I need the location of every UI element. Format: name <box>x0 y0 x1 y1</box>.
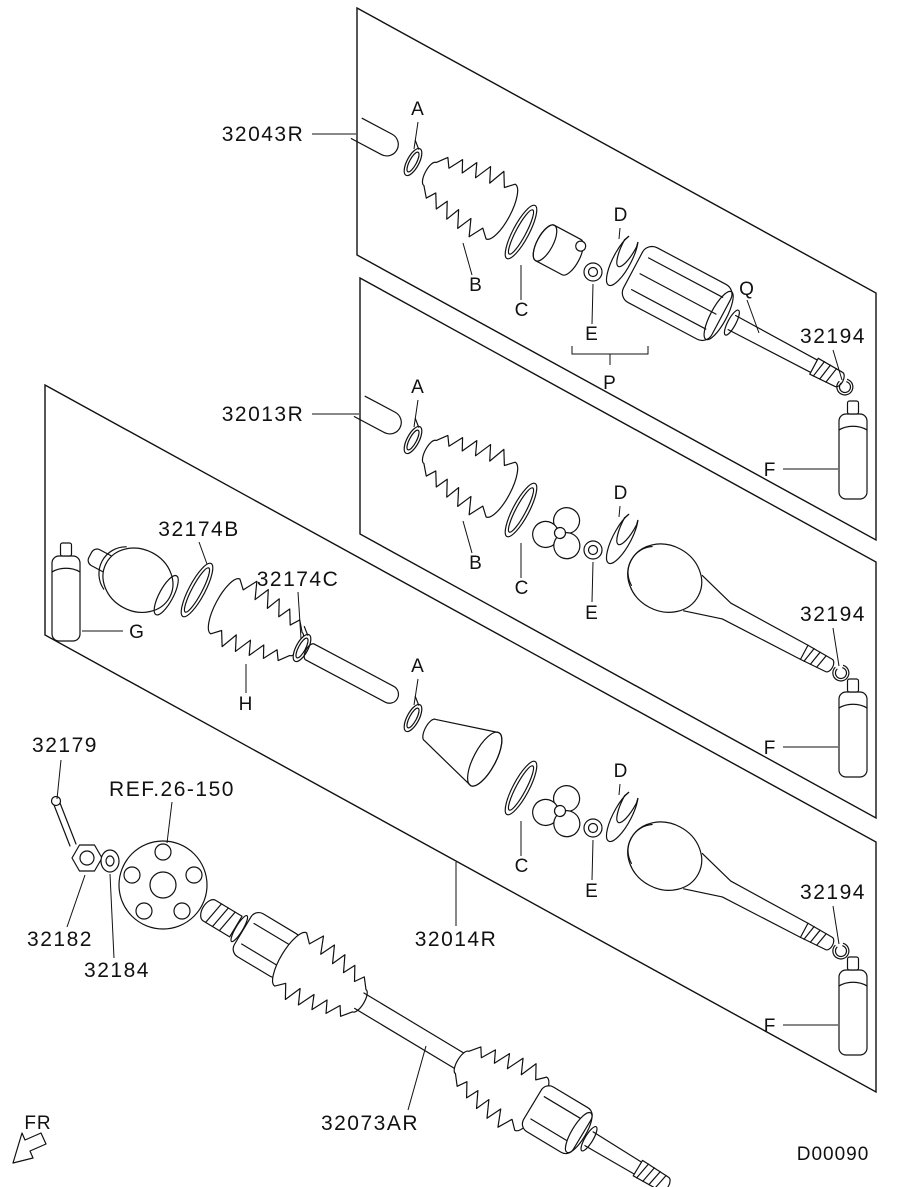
cv-boot-b-panel2 <box>407 416 528 528</box>
shaft-stub-drawing <box>353 395 406 439</box>
ring-e-panel2 <box>583 540 603 560</box>
callout-C-panel3: C <box>515 856 530 877</box>
grease-tube-f-panel1 <box>838 400 868 500</box>
tripod-hub-panel1 <box>527 220 589 280</box>
circlip-32194-panel3 <box>832 942 850 960</box>
split-pin-32179 <box>50 795 77 847</box>
callout-A-panel1: A <box>411 99 425 120</box>
callout-B-panel2: B <box>469 553 483 574</box>
outboard-joint-drawing <box>87 546 179 616</box>
boot-band-a-panel1 <box>398 139 429 179</box>
p-group-bracket <box>571 346 649 365</box>
ring-e-panel1 <box>583 262 603 282</box>
part-label-32179: 32179 <box>32 734 98 757</box>
part-label-ref-26-150: REF.26-150 <box>109 778 235 801</box>
hub-flange-ref <box>118 840 208 930</box>
callout-P-panel1: P <box>603 373 617 394</box>
callout-E-panel1: E <box>585 324 599 345</box>
part-label-32182: 32182 <box>27 928 93 951</box>
shaft-stub-drawing <box>350 117 403 161</box>
ring-e-panel3 <box>583 818 603 838</box>
front-marker-label: FR <box>24 1113 51 1134</box>
part-label-32194-panel2: 32194 <box>800 603 866 626</box>
callout-D-panel3: D <box>614 761 629 782</box>
panel-32014R-outline <box>44 383 877 1094</box>
cv-boot-b-panel1 <box>407 138 528 250</box>
part-label-32184: 32184 <box>84 959 150 982</box>
grease-tube-g <box>51 542 81 642</box>
callout-E-panel3: E <box>585 881 599 902</box>
callout-F-panel2: F <box>764 738 777 759</box>
part-label-32013R: 32013R <box>222 403 305 426</box>
grease-tube-f-panel2 <box>838 678 868 778</box>
part-label-32014R: 32014R <box>415 928 498 951</box>
panel3-parts <box>51 542 868 1056</box>
callout-C-panel2: C <box>515 578 530 599</box>
panel1-parts <box>350 117 868 500</box>
callout-E-panel2: E <box>585 603 599 624</box>
callout-D-panel2: D <box>614 483 629 504</box>
part-label-32073AR: 32073AR <box>321 1112 419 1135</box>
callout-G-panel3: G <box>129 622 145 643</box>
boot-band-a-panel2 <box>398 417 429 457</box>
front-direction-arrow-icon <box>12 1132 47 1164</box>
leader-lines <box>56 121 843 1111</box>
callout-F-panel3: F <box>764 1016 777 1037</box>
callout-D-panel1: D <box>614 205 629 226</box>
drawing-code: D00090 <box>797 1144 870 1165</box>
half-shaft-drawing <box>303 643 400 704</box>
boot-band-a-panel3 <box>398 695 429 735</box>
callout-H-panel3: H <box>239 694 254 715</box>
hub-fastener-parts <box>50 795 208 930</box>
callout-A-panel2: A <box>411 377 425 398</box>
part-label-32194-panel3: 32194 <box>800 881 866 904</box>
nut-32182 <box>71 844 103 872</box>
part-label-32194-panel1: 32194 <box>800 325 866 348</box>
panel-32043R-outline <box>356 6 877 542</box>
callout-Q-panel1: Q <box>739 279 755 300</box>
driveshaft-assembly-32073AR <box>200 899 671 1187</box>
part-label-32174B: 32174B <box>158 518 239 541</box>
cv-boot-phantom-panel3 <box>410 700 510 792</box>
washer-32184 <box>100 849 120 873</box>
callout-F-panel1: F <box>764 460 777 481</box>
part-label-32043R: 32043R <box>222 123 305 146</box>
circlip-32194-panel1 <box>836 378 854 396</box>
callout-B-panel1: B <box>469 275 483 296</box>
callout-A-panel3: A <box>411 656 425 677</box>
part-label-32174C: 32174C <box>257 568 340 591</box>
circlip-32194-panel2 <box>832 664 850 682</box>
callout-C-panel1: C <box>515 300 530 321</box>
grease-tube-f-panel3 <box>838 956 868 1056</box>
panel-32013R-outline <box>359 276 877 820</box>
